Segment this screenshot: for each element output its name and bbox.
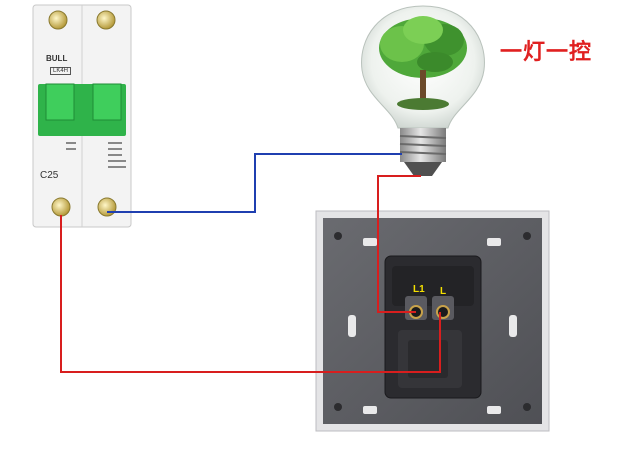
tree-icon: [379, 16, 467, 110]
breaker-rating: C25: [40, 170, 59, 181]
breaker-bottom-screw-neutral: [97, 197, 117, 217]
diagram-title: 一灯一控: [500, 40, 593, 65]
live-wire: [60, 215, 441, 373]
neutral-wire: [107, 153, 402, 213]
breaker-brand: BULL: [46, 54, 68, 63]
breaker-top-screw-right: [96, 10, 116, 30]
terminal-l1-label: L1: [413, 284, 425, 295]
breaker-top-screw-left: [48, 10, 68, 30]
light-bulb-icon: [361, 5, 485, 176]
breaker-bottom-screw-live: [51, 197, 71, 217]
circuit-breaker: [32, 4, 132, 228]
breaker-handle-right[interactable]: [92, 83, 122, 121]
breaker-handle-left[interactable]: [45, 83, 75, 121]
switched-live-wire: [377, 175, 421, 313]
breaker-model-badge: LK4H: [50, 67, 72, 75]
terminal-l-label: L: [440, 286, 447, 297]
wall-switch: [315, 210, 550, 432]
